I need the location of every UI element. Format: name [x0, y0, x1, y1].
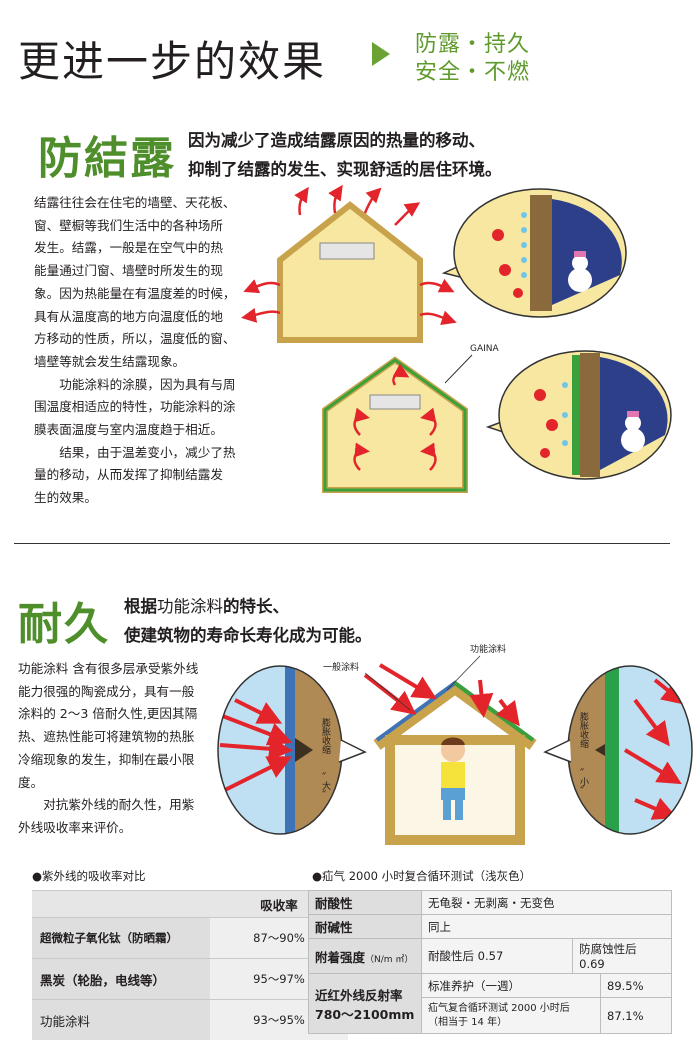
section2-lead-line1-a: 根据	[124, 597, 157, 616]
section2-para2-line: 对抗紫外线的耐久性，用紫	[18, 794, 223, 817]
xenon-test-table: 耐酸性 无龟裂・无剥离・无变色 耐碱性 同上 附着强度（N/m ㎡） 耐酸性后 …	[308, 890, 672, 1034]
section-divider	[14, 543, 670, 544]
section2-lead-line1-c: 的特长、	[223, 597, 289, 616]
section1-para2-line: 膜表面温度与室内温度趋于相近。	[34, 419, 254, 442]
ir-reflectance-label: 近红外线反射率 780～2100mm	[309, 974, 422, 1034]
section1-para1-line: 能量通过门窗、墙壁时所发生的现	[34, 260, 254, 283]
bubble-right-size: 〞小〞	[578, 768, 589, 795]
bubble-normal-paint-wall: 膨胀收缩 〞大〞	[215, 660, 365, 840]
adhesion-unit: （N/m ㎡）	[365, 955, 413, 965]
section1-para1-line: 方移动的性质，所以，温度低的窗、	[34, 328, 254, 351]
table1-row-label: 功能涂料	[32, 1000, 210, 1040]
section1-lead: 因为减少了造成结露原因的热量的移动、 抑制了结露的发生、实现舒适的居住环境。	[188, 126, 502, 184]
section1-para1-line: 具有从温度高的地方向温度低的地	[34, 306, 254, 329]
ir-standard-label: 标准养护（一週）	[422, 974, 601, 998]
table-row: 黑炭（轮胎，电线等） 95～97%	[32, 959, 348, 1000]
section1-para3-line: 量的移动，从而发挥了抑制结露发	[34, 464, 254, 487]
adhesion-acid-value: 耐酸性后 0.57	[422, 939, 573, 974]
section1-para1-line: 结露往往会在住宅的墙壁、天花板、	[34, 192, 254, 215]
section2-para1-line: 能力很强的陶瓷成分，具有一般	[18, 681, 223, 704]
table1-title: ●紫外线的吸收率对比	[32, 868, 146, 884]
section2-para1-line: 功能涂料 含有很多层承受紫外线	[18, 658, 223, 681]
table-row: 近红外线反射率 780～2100mm 标准养护（一週） 89.5%	[309, 974, 672, 998]
adhesion-label-text: 附着强度	[315, 950, 365, 965]
section2-para1-line: 涂料的 2～3 倍耐久性,更因其隔	[18, 703, 223, 726]
snowman-icon	[621, 428, 645, 452]
acid-resistance-value: 无龟裂・无剥离・无变色	[422, 891, 672, 915]
house-without-coating	[246, 189, 452, 340]
section2-para1-line: 冷缩现象的发生，抑制在最小限	[18, 749, 223, 772]
table-row: 超微粒子氧化钛（防晒霜） 87～90%	[32, 918, 348, 959]
table-row: 附着强度（N/m ㎡） 耐酸性后 0.57 防腐蚀性后 0.69	[309, 939, 672, 974]
alkali-resistance-label: 耐碱性	[309, 915, 422, 939]
triangle-arrow-icon	[372, 42, 390, 66]
section1-para1-line: 墙壁等就会发生结露现象。	[34, 351, 254, 374]
section2-lead-line1-b: 功能涂料	[157, 597, 223, 616]
table1-row-label: 超微粒子氧化钛（防晒霜）	[32, 918, 210, 959]
bubble-functional-paint-wall: 膨胀收缩 〞小〞	[545, 660, 695, 840]
table2-title: ●疝气 2000 小时复合循环测试（浅灰色）	[312, 868, 531, 884]
condensation-diagram: GAINA	[240, 185, 700, 530]
house-with-coating	[325, 360, 465, 490]
ir-reflectance-label-line1: 近红外线反射率	[315, 985, 415, 1004]
bubble-left-text: 膨胀收缩	[320, 717, 331, 755]
durability-diagram: 膨胀收缩 〞大〞 一般涂料 功能涂料	[215, 640, 695, 845]
bubble-right-text: 膨胀收缩	[578, 711, 589, 749]
section2-para1-line: 热、遮热性能可将建筑物的热胀	[18, 726, 223, 749]
ir-reflectance-label-line2: 780～2100mm	[315, 1004, 415, 1023]
section2-body: 功能涂料 含有很多层承受紫外线 能力很强的陶瓷成分，具有一般 涂料的 2～3 倍…	[18, 658, 223, 840]
air-conditioner-icon	[370, 395, 420, 409]
ir-cycle-value: 87.1%	[601, 998, 672, 1034]
table-row: 耐酸性 无龟裂・无剥离・无变色	[309, 891, 672, 915]
section1-para2-line: 围温度相适应的特性，功能涂料的涂	[34, 396, 254, 419]
section1-para3-line: 结果，由于温差变小，减少了热	[34, 442, 254, 465]
page-title: 更进一步的效果	[18, 28, 326, 89]
section-heading-durability: 耐久	[18, 588, 110, 652]
house-with-child: 一般涂料 功能涂料	[323, 643, 533, 840]
section1-para2-line: 功能涂料的涂膜，因为具有与周	[34, 374, 254, 397]
section2-para1-line: 度。	[18, 772, 223, 795]
section1-para1-line: 发生。结露，一般是在空气中的热	[34, 237, 254, 260]
uv-absorption-table: 吸收率 超微粒子氧化钛（防晒霜） 87～90% 黑炭（轮胎，电线等） 95～97…	[32, 890, 348, 1040]
gaina-label: GAINA	[470, 344, 500, 354]
section1-para1-line: 窗、壁橱等我们生活中的各种场所	[34, 215, 254, 238]
section1-lead-line2: 抑制了结露的发生、实现舒适的居住环境。	[188, 155, 502, 184]
section1-lead-line1: 因为减少了造成结露原因的热量的移动、	[188, 126, 502, 155]
acid-resistance-label: 耐酸性	[309, 891, 422, 915]
adhesion-label: 附着强度（N/m ㎡）	[309, 939, 422, 974]
table-row: 耐碱性 同上	[309, 915, 672, 939]
section1-para3-line: 生的效果。	[34, 487, 254, 510]
table-header-row: 吸收率	[32, 891, 348, 918]
section1-para1-line: 象。因为热能量在有温度差的时候，	[34, 283, 254, 306]
bubble-left-size: 〞大〞	[320, 772, 331, 799]
snowman-icon	[568, 268, 592, 292]
section2-lead-line1: 根据功能涂料的特长、	[124, 592, 372, 621]
bubble-coated-wall	[488, 351, 671, 479]
air-conditioner-icon	[320, 243, 374, 259]
ir-cycle-label: 疝气复合循环测试 2000 小时后 （相当于 14 年）	[422, 998, 601, 1034]
bubble-condensation-wall	[444, 189, 626, 317]
section2-para2-line: 外线吸收率来评价。	[18, 817, 223, 840]
adhesion-corrosion-value: 防腐蚀性后 0.69	[573, 939, 672, 974]
ir-standard-value: 89.5%	[601, 974, 672, 998]
section-heading-anti-condensation: 防結露	[38, 122, 176, 186]
table1-row-label: 黑炭（轮胎，电线等）	[32, 959, 210, 1000]
label-normal-paint: 一般涂料	[323, 661, 359, 673]
label-functional-paint: 功能涂料	[470, 643, 506, 655]
alkali-resistance-value: 同上	[422, 915, 672, 939]
table-row: 功能涂料 93～95%	[32, 1000, 348, 1040]
ir-cycle-label-line2: （相当于 14 年）	[428, 1016, 594, 1030]
section1-body: 结露往往会在住宅的墙壁、天花板、 窗、壁橱等我们生活中的各种场所 发生。结露，一…	[34, 192, 254, 510]
ir-cycle-label-line1: 疝气复合循环测试 2000 小时后	[428, 1002, 594, 1016]
header-tag-line2: 安全・不燃	[415, 54, 530, 86]
